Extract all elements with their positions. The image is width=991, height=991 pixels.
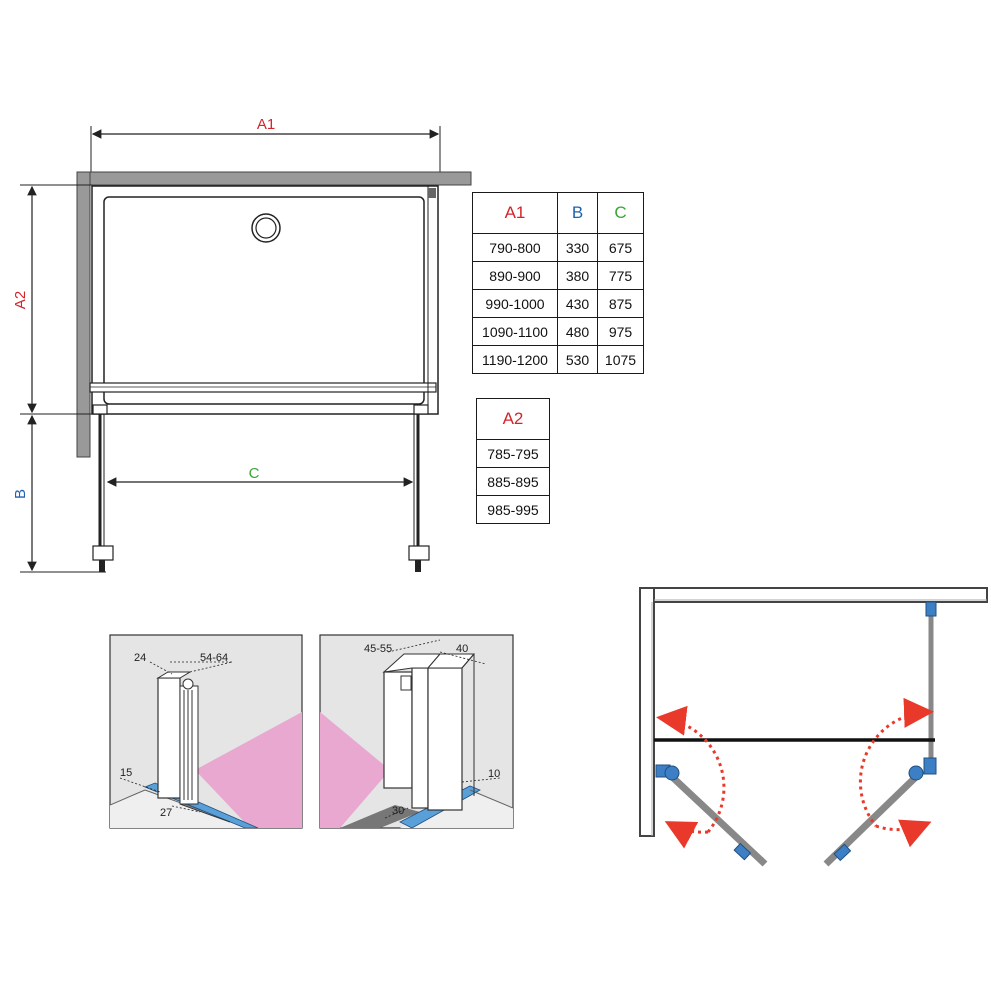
dimension-b-label: B: [12, 489, 29, 499]
shower-tray-inner: [103, 196, 425, 405]
hinge-left: [92, 404, 108, 415]
plan-view: A1 A2 B C: [12, 116, 472, 573]
cell-c: 875: [597, 289, 644, 318]
table-row: 985-995: [476, 495, 550, 524]
cell-a1: 1190-1200: [472, 345, 558, 374]
dimension-a2-label: A2: [12, 291, 29, 309]
swing-arc-right: [858, 697, 934, 827]
cell-c: 975: [597, 317, 644, 346]
detail-right: 45-55 40 10 30: [319, 634, 514, 829]
hinge-left-icon: [655, 764, 680, 781]
cell-b: 430: [557, 289, 598, 318]
hinge-right-icon: [908, 757, 937, 781]
door-swing-diagram: [639, 587, 988, 867]
back-wall: [76, 171, 472, 186]
table-row: 1090-1100 480 975: [472, 317, 644, 346]
detail-left-dim-27: 27: [160, 807, 172, 819]
cell-a1: 790-800: [472, 233, 558, 262]
detail-left-dim-54-64: 54-64: [200, 652, 228, 664]
side-wall: [76, 171, 91, 458]
table-row: 990-1000 430 875: [472, 289, 644, 318]
cell-b: 530: [557, 345, 598, 374]
table-row: 785-795: [476, 439, 550, 468]
front-rail: [89, 382, 437, 393]
cell-a2: 885-895: [476, 467, 550, 496]
table-row: 890-900 380 775: [472, 261, 644, 290]
table-row: 1190-1200 530 1075: [472, 345, 644, 374]
detail-right-dim-10: 10: [488, 768, 500, 780]
hinge-right: [413, 404, 429, 415]
dimensions-table-a1: A1 B C 790-800 330 675 890-900 380 775 9…: [472, 192, 644, 374]
cell-a2: 785-795: [476, 439, 550, 468]
detail-left: 24 54-64 15 27: [109, 634, 303, 829]
cell-a1: 890-900: [472, 261, 558, 290]
swing-side-wall: [639, 587, 655, 837]
detail-right-dim-45-55: 45-55: [364, 643, 392, 655]
header-a1: A1: [472, 192, 558, 234]
detail-right-dim-40: 40: [456, 643, 468, 655]
cell-a1: 1090-1100: [472, 317, 558, 346]
cell-b: 480: [557, 317, 598, 346]
cell-a1: 990-1000: [472, 289, 558, 318]
detail-left-dim-24: 24: [134, 652, 146, 664]
detail-left-dim-15: 15: [120, 767, 132, 779]
detail-right-dim-30: 30: [392, 805, 404, 817]
cell-b: 330: [557, 233, 598, 262]
table-row: 885-895: [476, 467, 550, 496]
cell-c: 1075: [597, 345, 644, 374]
cell-b: 380: [557, 261, 598, 290]
table-row: 790-800 330 675: [472, 233, 644, 262]
dimensions-table-a2: A2 785-795 885-895 985-995: [476, 398, 550, 524]
header-b: B: [557, 192, 598, 234]
cell-a2: 985-995: [476, 495, 550, 524]
cell-c: 775: [597, 261, 644, 290]
header-a2: A2: [476, 398, 550, 440]
dimension-c-label: C: [249, 465, 260, 482]
header-c: C: [597, 192, 644, 234]
dimension-a1-label: A1: [257, 116, 275, 133]
cell-c: 675: [597, 233, 644, 262]
